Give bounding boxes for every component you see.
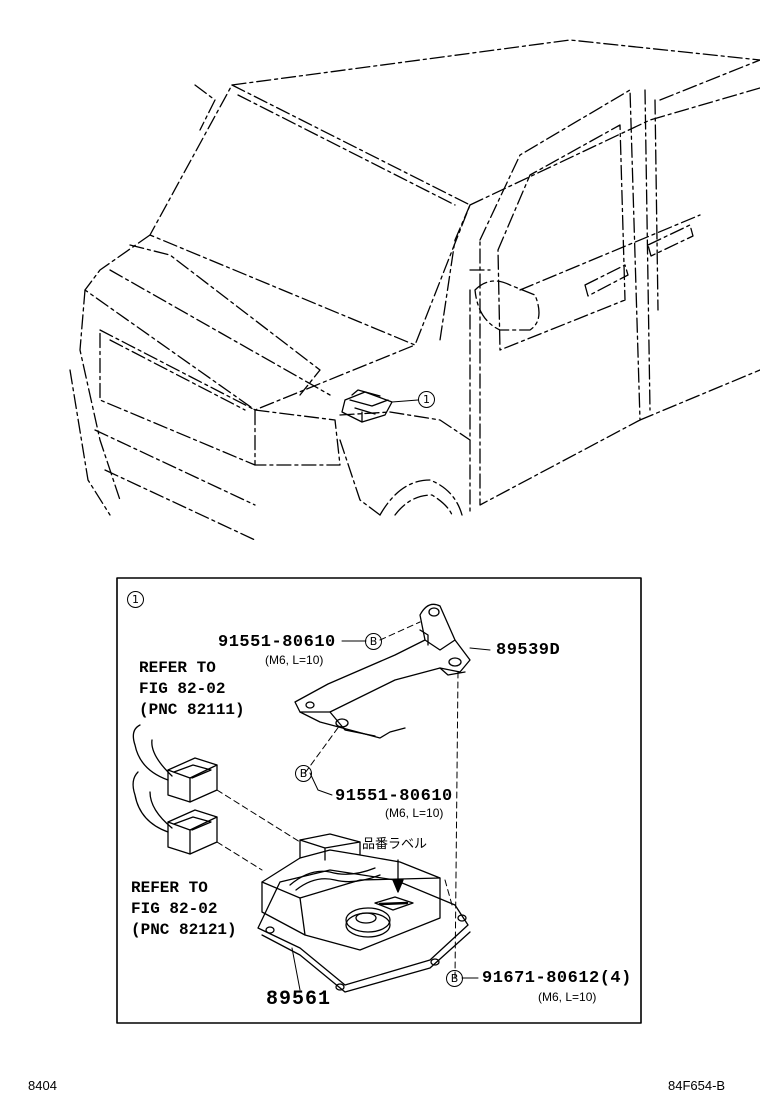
screw-marker: B (446, 970, 463, 987)
footer-left-code: 8404 (28, 1078, 57, 1093)
refer-bottom: REFER TO FIG 82-02 (PNC 82121) (131, 878, 237, 941)
refer-bottom-line1: REFER TO (131, 879, 208, 897)
screw-spec: (M6, L=10) (538, 990, 597, 1004)
part-number-label-callout: 品番ラベル (362, 837, 428, 852)
bolt-mid-part-number: 91551-80610 (335, 787, 453, 806)
label-leaders (291, 640, 491, 991)
callout-1-frame: 1 (127, 591, 144, 608)
bolt-top-spec: (M6, L=10) (265, 653, 324, 667)
footer-right-code: 84F654-B (668, 1078, 726, 1093)
assembly-leaders (216, 621, 459, 979)
refer-top: REFER TO FIG 82-02 (PNC 82111) (139, 658, 245, 721)
bolt-top-marker: B (365, 633, 382, 650)
refer-top-line3: (PNC 82111) (139, 701, 245, 719)
refer-top-line2: FIG 82-02 (139, 680, 226, 698)
vehicle-outline (69, 39, 760, 541)
detail-frame (116, 577, 642, 1024)
bolt-mid-marker: B (295, 765, 312, 782)
bolt-mid-spec: (M6, L=10) (385, 806, 444, 820)
refer-bottom-line3: (PNC 82121) (131, 921, 237, 939)
refer-bottom-line2: FIG 82-02 (131, 900, 218, 918)
bracket-part-number: 89539D (496, 641, 561, 660)
connector-lower (132, 771, 218, 855)
screw-part-number: 91671-80612(4) (482, 969, 632, 988)
bolt-top-part-number: 91551-80610 (218, 633, 336, 652)
callout-1-vehicle: 1 (418, 391, 435, 408)
connector-upper (132, 724, 218, 803)
module-part-number: 89561 (266, 988, 332, 1011)
refer-top-line1: REFER TO (139, 659, 216, 677)
vehicle-module-location (341, 389, 419, 423)
module-89561 (257, 833, 471, 993)
bracket-89539d (294, 603, 471, 739)
